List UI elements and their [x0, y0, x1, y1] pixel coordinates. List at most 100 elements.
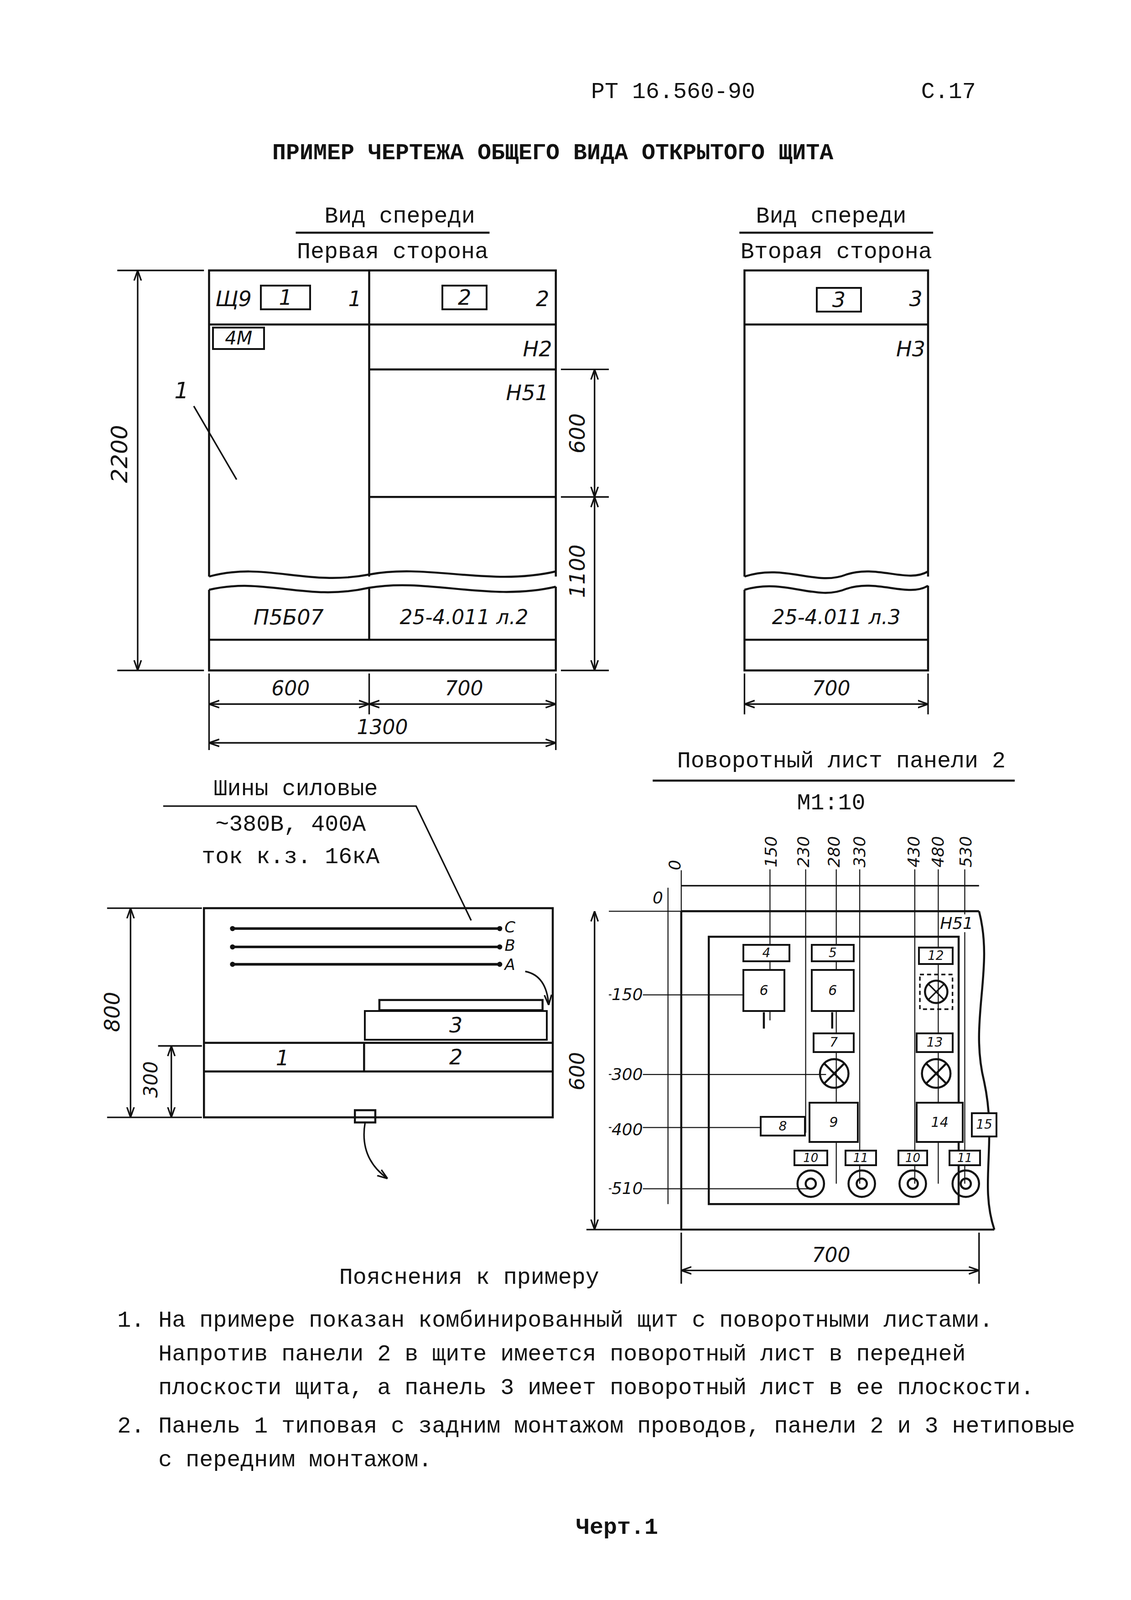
swing-sheet: [586, 1229, 980, 1284]
bus-note: ток к.з. 16кА: [201, 844, 380, 870]
panel-number: 1: [348, 287, 362, 311]
dimension-text: 280: [824, 835, 844, 868]
front-view-outline: [208, 585, 556, 592]
position-box: 1: [259, 284, 312, 311]
dimension-lines: [193, 405, 237, 480]
dimension-text: 700: [812, 1243, 851, 1266]
box-number: 6: [759, 983, 768, 997]
view-heading: Вид спереди: [756, 203, 907, 229]
device-box: 8: [759, 1115, 806, 1137]
swing-sheet: [586, 866, 995, 1284]
plan-view: [203, 907, 553, 1118]
front-view-outline: [208, 570, 556, 578]
box-number: 7: [829, 1035, 838, 1049]
plan-view: [129, 907, 132, 1118]
dimension-lines: [369, 703, 556, 705]
device-box: 14: [915, 1101, 964, 1142]
box-number: 11: [957, 1151, 973, 1164]
bus-bar-ends: [497, 925, 503, 931]
drawing-reference: 25-4.011 л.2: [399, 606, 529, 628]
swing-sheet: [824, 1063, 845, 1084]
second-side-outline: [744, 270, 929, 577]
box-number: 13: [926, 1035, 944, 1049]
dimension-lines: [117, 270, 929, 750]
figure-caption: Черт.1: [575, 1514, 659, 1540]
panel-mark: Щ9: [215, 287, 252, 311]
dimension-text: 0: [652, 888, 664, 907]
dimension-text: 230: [794, 835, 813, 868]
swing-sheet: [856, 1177, 867, 1189]
panel-mark: Н51: [939, 913, 974, 933]
swing-sheet: [708, 936, 959, 1204]
box-number: 4: [762, 946, 771, 960]
front-view-outline: [295, 232, 1016, 781]
box-number: 11: [853, 1151, 869, 1164]
box-number: 3: [832, 289, 846, 311]
dimension-text: 150: [762, 835, 781, 868]
device-box: 9: [808, 1101, 859, 1142]
panel-type: П5Б07: [253, 605, 324, 629]
plan-view: [232, 928, 500, 964]
second-side-outline: [744, 585, 929, 593]
position-box: 2: [441, 284, 488, 311]
swing-sheet: [681, 866, 965, 1183]
swing-sheet: [899, 1169, 926, 1197]
swing-sheet: [805, 1177, 816, 1189]
box-number: 10: [905, 1151, 921, 1164]
swing-sheet: [681, 884, 980, 887]
box-number: 4М: [224, 328, 253, 348]
bus-bar-ends: [229, 925, 503, 967]
dimension-text: 600: [565, 413, 589, 454]
box-number: 14: [931, 1115, 949, 1129]
swing-sheet: [928, 983, 945, 1000]
dimension-text: 400: [611, 1120, 644, 1139]
dimension-lines: [136, 270, 139, 671]
device-box: 13: [915, 1032, 954, 1053]
box-number: 12: [927, 949, 945, 962]
dimension-lines: [593, 496, 596, 670]
swing-sheet: [593, 910, 596, 1230]
panel-number: 2: [449, 1044, 463, 1069]
bus-note: Шины силовые: [213, 775, 378, 801]
bus-bar-ends: [229, 944, 235, 950]
bus-bar-ends: [497, 944, 503, 950]
panel-number: 3: [909, 287, 923, 311]
device-box: 15: [970, 1111, 998, 1138]
dimension-text: 330: [850, 835, 869, 868]
front-view-outline: [208, 270, 556, 577]
dimension-text: 600: [566, 1051, 589, 1090]
dimension-text: 700: [812, 677, 851, 700]
swing-sheet: [919, 974, 953, 1009]
plan-view: [525, 970, 549, 1005]
phase-label: В: [504, 936, 515, 954]
plan-view: [354, 1109, 376, 1122]
dimension-lines: [208, 741, 556, 744]
dimension-lines: [744, 703, 929, 705]
box-number: 1: [278, 286, 292, 308]
bus-note: ~380В, 400А: [215, 811, 366, 837]
dimension-text: 530: [956, 835, 976, 868]
position-box: 4М: [212, 326, 265, 350]
dimension-text: 430: [904, 835, 924, 868]
plan-view: [163, 805, 472, 921]
plan-view: [363, 1121, 388, 1178]
phase-label: А: [504, 956, 515, 974]
dimension-text: 150: [611, 985, 644, 1004]
swing-sheet: [922, 1058, 951, 1088]
dimension-text: 700: [444, 677, 483, 700]
swing-sheet: [979, 910, 995, 1230]
drawing-title: ПРИМЕР ЧЕРТЕЖА ОБЩЕГО ВИДА ОТКРЫТОГО ЩИТ…: [272, 140, 834, 166]
box-number: 6: [828, 983, 837, 997]
panel-number: 2: [535, 287, 550, 311]
swing-sheet: [907, 1177, 918, 1189]
view-heading: Поворотный лист панели 2: [677, 748, 1006, 774]
dimension-text: 300: [140, 1060, 162, 1098]
swing-sheet: [960, 1177, 971, 1189]
device-box: 10: [897, 1149, 929, 1166]
drawing-reference: 25-4.011 л.3: [772, 606, 901, 628]
dimension-lines: [208, 703, 369, 705]
swing-sheet: [924, 980, 948, 1003]
view-subheading: Первая сторона: [296, 239, 489, 265]
plan-panel-box: 3: [363, 1009, 548, 1041]
